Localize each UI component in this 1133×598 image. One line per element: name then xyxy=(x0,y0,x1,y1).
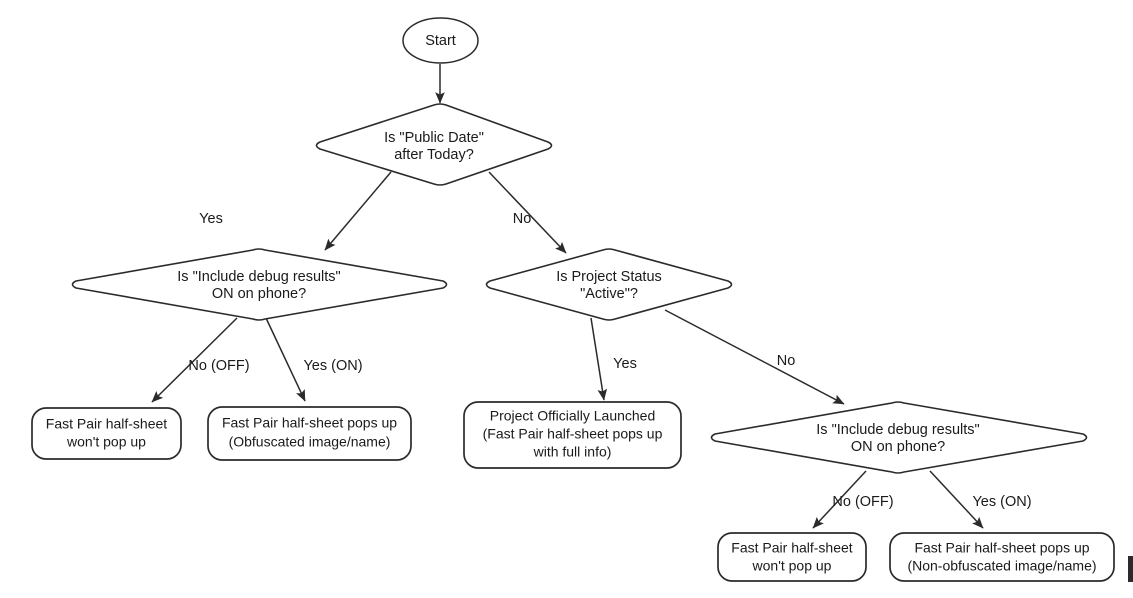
edge-label-public-date-no: No xyxy=(513,211,532,227)
edge-public-date-yes xyxy=(324,171,392,251)
out-right-on-line1: Fast Pair half-sheet pops up xyxy=(914,540,1089,556)
edges-layer: Yes No No (OFF) Yes (ON) Yes No No (OFF)… xyxy=(151,64,1032,529)
node-start[interactable]: Start xyxy=(402,17,479,64)
public-date-line1: Is "Public Date" xyxy=(384,130,484,146)
node-debug-right-decision[interactable]: Is "Include debug results" ON on phone? xyxy=(710,401,1088,474)
crop-edge-artifact xyxy=(1128,556,1133,582)
node-debug-left-decision[interactable]: Is "Include debug results" ON on phone? xyxy=(71,248,448,321)
node-out-launched[interactable]: Project Officially Launched (Fast Pair h… xyxy=(463,401,682,469)
out-left-off-line2: won't pop up xyxy=(66,434,146,450)
out-right-off-shape xyxy=(717,532,867,582)
node-out-right-off[interactable]: Fast Pair half-sheet won't pop up xyxy=(717,532,867,582)
debug-right-line2: ON on phone? xyxy=(851,439,945,455)
edge-public-date-no xyxy=(488,171,567,254)
edge-label-project-status-no: No xyxy=(777,353,796,369)
debug-left-diamond-shape xyxy=(71,248,448,321)
project-status-line1: Is Project Status xyxy=(556,269,662,285)
out-left-on-line1: Fast Pair half-sheet pops up xyxy=(222,415,397,431)
nodes-layer: Start Is "Public Date" after Today? Is "… xyxy=(31,17,1115,582)
public-date-diamond-shape xyxy=(315,103,553,186)
node-project-status-decision[interactable]: Is Project Status "Active"? xyxy=(485,248,733,321)
edge-debug-left-on xyxy=(265,317,306,402)
start-ellipse-shape xyxy=(402,17,479,64)
out-right-off-line1: Fast Pair half-sheet xyxy=(731,540,852,556)
debug-left-line1: Is "Include debug results" xyxy=(177,269,340,285)
edge-project-status-yes xyxy=(590,317,608,401)
node-out-right-on[interactable]: Fast Pair half-sheet pops up (Non-obfusc… xyxy=(889,532,1115,582)
out-launched-line3: with full info) xyxy=(533,444,612,460)
out-left-off-line1: Fast Pair half-sheet xyxy=(46,416,167,432)
edge-debug-right-off xyxy=(812,470,867,529)
edge-label-debug-left-on: Yes (ON) xyxy=(303,358,362,374)
out-launched-line1: Project Officially Launched xyxy=(490,408,656,424)
edge-project-status-no xyxy=(664,309,845,405)
edge-label-debug-right-on: Yes (ON) xyxy=(972,494,1031,510)
out-left-on-shape xyxy=(207,406,412,461)
out-left-on-line2: (Obfuscated image/name) xyxy=(229,434,391,450)
out-launched-shape xyxy=(463,401,682,469)
debug-right-diamond-shape xyxy=(710,401,1088,474)
debug-left-line2: ON on phone? xyxy=(212,286,306,302)
out-right-on-shape xyxy=(889,532,1115,582)
project-status-diamond-shape xyxy=(485,248,733,321)
start-label: Start xyxy=(425,33,456,49)
edge-label-public-date-yes: Yes xyxy=(199,211,223,227)
out-right-off-line2: won't pop up xyxy=(752,558,832,574)
out-left-off-shape xyxy=(31,407,182,460)
out-launched-line2: (Fast Pair half-sheet pops up xyxy=(483,426,663,442)
edge-label-debug-left-off: No (OFF) xyxy=(188,358,249,374)
debug-right-line1: Is "Include debug results" xyxy=(816,422,979,438)
edge-debug-right-on xyxy=(929,470,984,529)
node-public-date-decision[interactable]: Is "Public Date" after Today? xyxy=(315,103,553,186)
project-status-line2: "Active"? xyxy=(580,286,638,302)
out-right-on-line2: (Non-obfuscated image/name) xyxy=(907,558,1096,574)
public-date-line2: after Today? xyxy=(394,147,474,163)
node-out-left-on[interactable]: Fast Pair half-sheet pops up (Obfuscated… xyxy=(207,406,412,461)
edge-debug-left-off xyxy=(151,317,238,403)
edge-label-project-status-yes: Yes xyxy=(613,356,637,372)
node-out-left-off[interactable]: Fast Pair half-sheet won't pop up xyxy=(31,407,182,460)
edge-label-debug-right-off: No (OFF) xyxy=(832,494,893,510)
